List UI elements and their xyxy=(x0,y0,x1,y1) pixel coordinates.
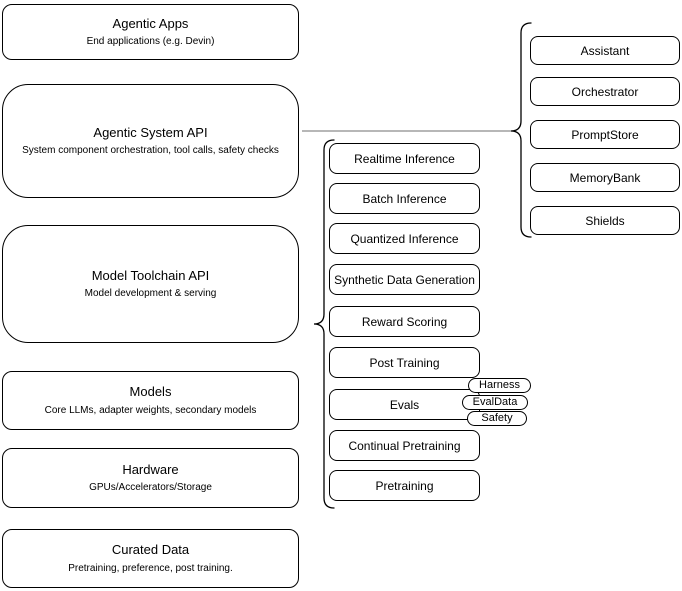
node-models: Models Core LLMs, adapter weights, secon… xyxy=(2,371,299,430)
pill-harness: Harness xyxy=(468,378,531,393)
node-curated-data: Curated Data Pretraining, preference, po… xyxy=(2,529,299,588)
node-title: Agentic System API xyxy=(93,124,208,140)
node-reward-scoring: Reward Scoring xyxy=(329,306,480,337)
node-promptstore: PromptStore xyxy=(530,120,680,149)
node-subtitle: Model development & serving xyxy=(84,288,217,300)
node-batch-inference: Batch Inference xyxy=(329,183,480,214)
system-components-brace xyxy=(510,22,532,238)
node-title: Curated Data xyxy=(111,542,190,558)
node-agentic-apps: Agentic Apps End applications (e.g. Devi… xyxy=(2,4,299,60)
node-continual-pretraining: Continual Pretraining xyxy=(329,430,480,461)
node-subtitle: GPUs/Accelerators/Storage xyxy=(89,482,212,494)
node-assistant: Assistant xyxy=(530,36,680,65)
node-hardware: Hardware GPUs/Accelerators/Storage xyxy=(2,448,299,508)
node-evals: Evals xyxy=(329,389,480,420)
node-title: Models xyxy=(129,384,172,400)
node-realtime-inference: Realtime Inference xyxy=(329,143,480,174)
pill-safety: Safety xyxy=(467,411,527,426)
node-title: Hardware xyxy=(122,461,179,477)
node-subtitle: Core LLMs, adapter weights, secondary mo… xyxy=(44,404,257,416)
node-quantized-inference: Quantized Inference xyxy=(329,223,480,254)
node-pretraining: Pretraining xyxy=(329,470,480,501)
node-memorybank: MemoryBank xyxy=(530,163,680,192)
node-title: Model Toolchain API xyxy=(91,267,210,283)
node-shields: Shields xyxy=(530,206,680,235)
node-title: Agentic Apps xyxy=(112,15,189,31)
node-model-toolchain-api: Model Toolchain API Model development & … xyxy=(2,225,299,343)
node-agentic-system-api: Agentic System API System component orch… xyxy=(2,84,299,198)
node-synthetic-data-generation: Synthetic Data Generation xyxy=(329,264,480,295)
node-post-training: Post Training xyxy=(329,347,480,378)
node-subtitle: System component orchestration, tool cal… xyxy=(22,145,279,157)
pill-evaldata: EvalData xyxy=(462,395,528,410)
toolchain-brace xyxy=(313,139,335,509)
node-orchestrator: Orchestrator xyxy=(530,77,680,106)
node-subtitle: Pretraining, preference, post training. xyxy=(68,562,233,574)
node-subtitle: End applications (e.g. Devin) xyxy=(86,36,215,48)
